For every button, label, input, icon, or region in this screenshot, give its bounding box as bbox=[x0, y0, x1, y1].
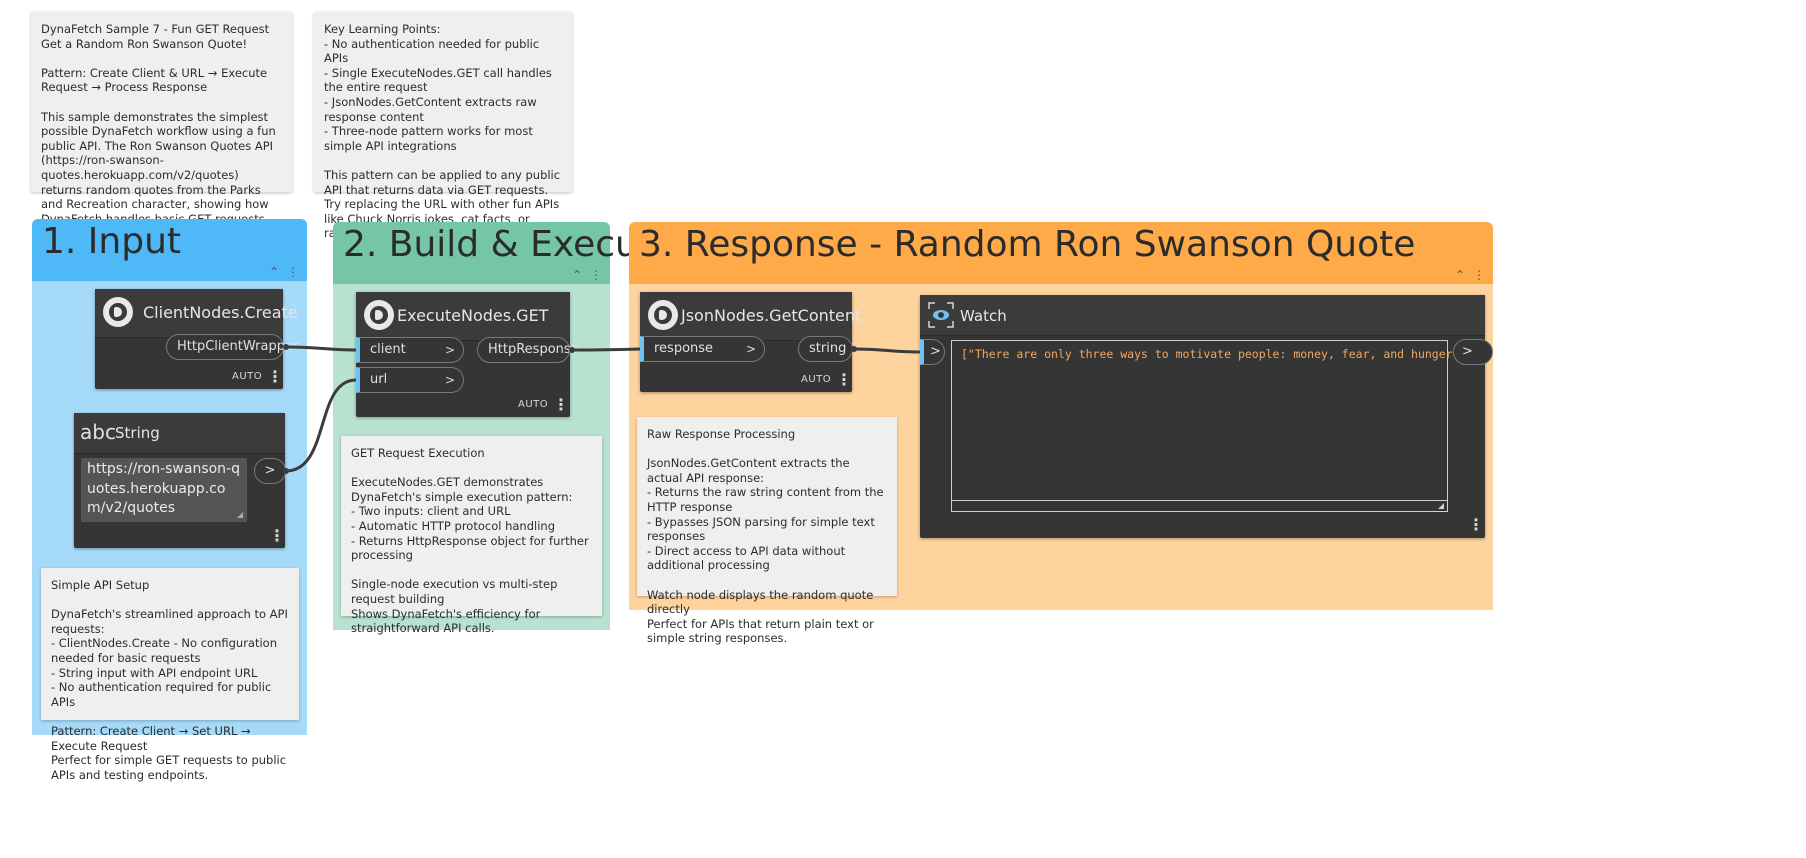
node-header[interactable]: Watch bbox=[920, 295, 1485, 336]
node-header[interactable]: abc String bbox=[74, 413, 285, 454]
input-arrow-icon: > bbox=[745, 342, 756, 356]
abc-icon: abc bbox=[80, 420, 116, 444]
group-collapse-icon[interactable]: ⌃ ⋮ bbox=[269, 265, 301, 279]
input-arrow-icon: > bbox=[930, 344, 941, 359]
node-title: Watch bbox=[960, 307, 1007, 325]
group-collapse-icon[interactable]: ⌃ ⋮ bbox=[572, 268, 604, 282]
input-port-url[interactable]: url> bbox=[356, 367, 464, 393]
group-response-header[interactable]: 3. Response - Random Ron Swanson Quote ⌃… bbox=[629, 222, 1493, 284]
simple-api-setup-note[interactable]: Simple API Setup DynaFetch's streamlined… bbox=[41, 568, 299, 782]
watch-output-area[interactable]: ["There are only three ways to motivate … bbox=[951, 340, 1473, 512]
dynafetch-logo-icon bbox=[364, 300, 394, 330]
node-header[interactable]: JsonNodes.GetContent bbox=[640, 292, 861, 341]
output-port-string[interactable]: string bbox=[798, 336, 853, 362]
input-arrow-icon: > bbox=[444, 343, 455, 357]
lacing-label[interactable]: AUTO bbox=[232, 371, 263, 382]
dynafetch-logo-icon bbox=[648, 300, 678, 330]
output-port-httpresponse[interactable]: HttpResponse bbox=[477, 337, 579, 363]
lacing-label[interactable]: AUTO bbox=[518, 399, 549, 410]
input-port-watch[interactable]: > bbox=[920, 339, 945, 365]
node-menu-icon[interactable]: ⋮ bbox=[836, 370, 852, 389]
output-port-httpclientwrapper[interactable]: HttpClientWrapper bbox=[166, 334, 298, 360]
node-title: ExecuteNodes.GET bbox=[397, 306, 549, 325]
input-port-response[interactable]: response> bbox=[640, 336, 765, 362]
node-title: ClientNodes.Create bbox=[143, 303, 298, 322]
output-port-string[interactable]: > bbox=[254, 458, 286, 484]
node-get-content[interactable]: JsonNodes.GetContent response> string AU… bbox=[640, 292, 861, 392]
input-port-client[interactable]: client> bbox=[356, 337, 464, 363]
get-request-execution-note[interactable]: GET Request Execution ExecuteNodes.GET d… bbox=[341, 436, 602, 635]
node-client-create[interactable]: ClientNodes.Create HttpClientWrapper AUT… bbox=[95, 289, 298, 389]
output-port-watch[interactable]: > bbox=[1453, 339, 1493, 365]
node-header[interactable]: ClientNodes.Create bbox=[95, 289, 298, 338]
node-title: String bbox=[115, 424, 160, 442]
output-arrow-icon: > bbox=[1462, 344, 1473, 359]
node-execute-get[interactable]: ExecuteNodes.GET client> url> HttpRespon… bbox=[356, 292, 579, 417]
node-menu-icon[interactable]: ⋮ bbox=[267, 367, 283, 386]
node-title: JsonNodes.GetContent bbox=[681, 306, 862, 325]
input-arrow-icon: > bbox=[444, 373, 455, 387]
raw-response-processing-note[interactable]: Raw Response Processing JsonNodes.GetCon… bbox=[637, 417, 897, 645]
group-build-title: 2. Build & Execute bbox=[343, 224, 675, 265]
group-build-header[interactable]: 2. Build & Execute ⌃ ⋮ bbox=[333, 222, 674, 284]
string-value-field[interactable]: https://ron-swanson-quotes.herokuapp.com… bbox=[81, 458, 247, 522]
group-input-title: 1. Input bbox=[42, 221, 182, 262]
group-response-title: 3. Response - Random Ron Swanson Quote bbox=[639, 224, 1416, 265]
learning-points-note[interactable]: Key Learning Points: - No authentication… bbox=[314, 12, 572, 240]
dynafetch-logo-icon bbox=[103, 297, 133, 327]
output-arrow-icon: > bbox=[264, 463, 276, 478]
node-menu-icon[interactable]: ⋮ bbox=[553, 395, 569, 414]
node-watch[interactable]: Watch > ["There are only three ways to m… bbox=[920, 295, 1493, 538]
eye-icon bbox=[927, 301, 955, 329]
group-input-header[interactable]: 1. Input ⌃ ⋮ bbox=[32, 219, 307, 281]
node-menu-icon[interactable]: ⋮ bbox=[269, 526, 285, 545]
node-menu-icon[interactable]: ⋮ bbox=[1468, 515, 1484, 534]
group-collapse-icon[interactable]: ⌃ ⋮ bbox=[1455, 268, 1487, 282]
watch-value-text: ["There are only three ways to motivate … bbox=[961, 347, 1474, 361]
resize-handle-icon[interactable] bbox=[1438, 503, 1444, 509]
lacing-label[interactable]: AUTO bbox=[801, 374, 832, 385]
resize-handle-icon[interactable] bbox=[237, 512, 243, 518]
node-string[interactable]: abc String https://ron-swanson-quotes.he… bbox=[74, 413, 286, 548]
intro-note[interactable]: DynaFetch Sample 7 - Fun GET Request Get… bbox=[31, 12, 292, 240]
watch-scrollbar[interactable] bbox=[952, 500, 1447, 511]
node-header[interactable]: ExecuteNodes.GET bbox=[356, 292, 570, 341]
